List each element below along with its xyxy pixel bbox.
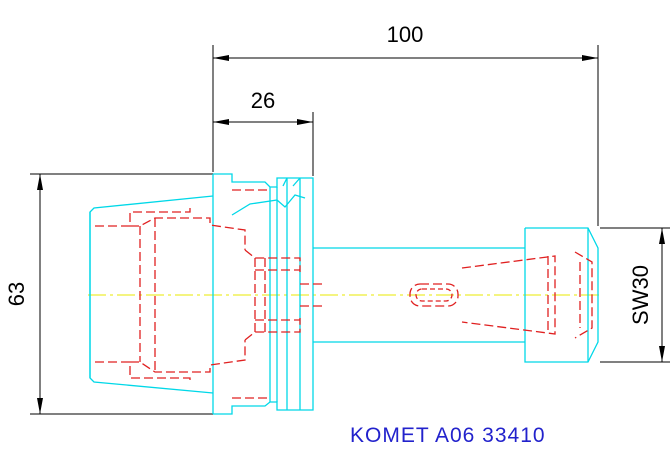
dimension-shank-length-label: 26: [251, 88, 275, 113]
product-label: KOMET A06 33410: [350, 424, 546, 447]
holder-outline: [89, 173, 599, 415]
dimension-overall-length-label: 100: [387, 22, 424, 47]
dimension-wrench-size: SW30: [600, 227, 670, 363]
dimension-flange-diameter: 63: [4, 173, 213, 415]
dimension-wrench-size-label: SW30: [628, 265, 653, 325]
hidden-lines: [95, 189, 593, 399]
dimension-shank-length: 26: [213, 88, 314, 176]
dimension-flange-diameter-label: 63: [4, 282, 29, 306]
dimension-overall-length: 100: [212, 22, 599, 226]
